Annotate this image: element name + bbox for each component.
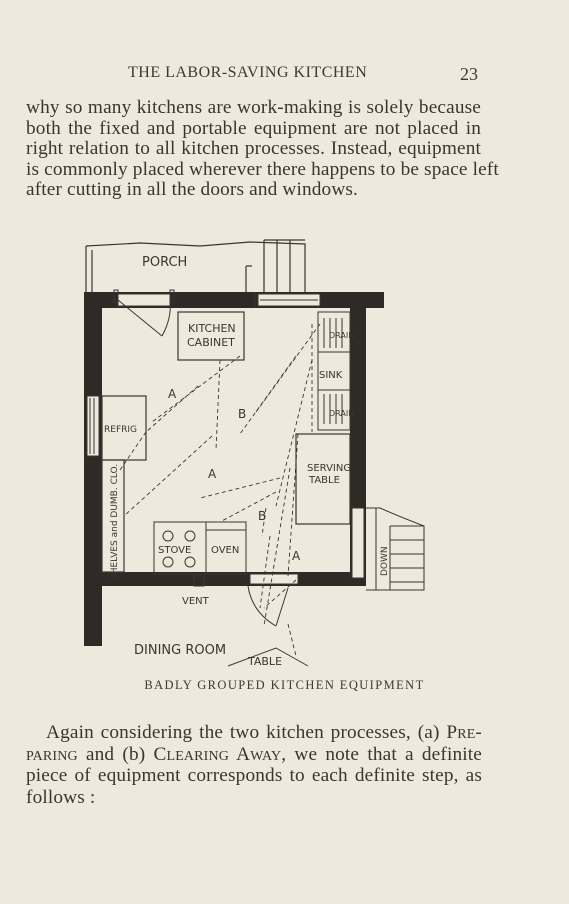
text-line: paring and (b) Clearing Away, we note th… [26,744,482,766]
floor-plan-drawing: KITCHEN CABINET PORCH DRAIN SINK DRAIN [84,239,425,668]
page-number: 23 [460,64,478,84]
kitchen-floor-plan: KITCHEN CABINET PORCH DRAIN SINK DRAIN [80,236,440,672]
text-line: why so many kitchens are work-making is … [26,97,481,118]
text-line: follows : [26,786,96,808]
label-drain-top: DRAIN [329,331,354,340]
running-head: THE LABOR-SAVING KITCHEN 23 [0,62,569,86]
text-run: Again considering the two kitchen proces… [46,722,447,743]
label-porch: PORCH [142,255,187,270]
label-path-b-upper: B [238,407,246,421]
small-caps-text: paring [26,743,78,765]
label-stove: STOVE [158,545,191,556]
small-caps-text: Pre- [446,722,482,743]
text-line: piece of equipment corresponds to each d… [26,765,482,786]
text-run: , we note that a definite [281,743,482,765]
label-serving: SERVING [307,463,351,474]
label-dining-room: DINING ROOM [134,643,226,658]
label-path-a-mid: A [208,467,217,481]
text-line: is commonly placed wherever there happen… [26,158,499,180]
text-run: and (b) [77,743,154,765]
small-caps-text: Clearing Away [153,743,282,765]
text-line: both the fixed and portable equipment ar… [26,117,481,139]
text-line: Again considering the two kitchen proces… [26,722,482,744]
text-line: after cutting in all the doors and windo… [26,179,359,201]
label-cabinet: CABINET [187,336,235,349]
label-path-b-lower: B [258,509,266,523]
label-path-a-lower: A [292,549,301,563]
label-refrig: REFRIG [104,425,137,435]
label-down: DOWN [380,546,390,576]
label-oven: OVEN [211,545,239,556]
paragraph-2: Again considering the two kitchen proces… [26,722,482,808]
label-table: TABLE [247,655,282,668]
figure-caption: BADLY GROUPED KITCHEN EQUIPMENT [144,678,425,692]
label-vent: VENT [182,596,210,607]
label-shelves: SHELVES and DUMB. CLO. [110,464,120,580]
paragraph-1: why so many kitchens are work-making is … [26,97,499,201]
label-sink: SINK [319,370,343,381]
label-drain-bottom: DRAIN [329,409,354,418]
running-title: THE LABOR-SAVING KITCHEN [128,64,368,81]
label-kitchen: KITCHEN [188,322,236,335]
text-line: right relation to all kitchen processes.… [26,138,481,160]
label-serving-table: TABLE [308,475,340,486]
label-path-a-upper: A [168,387,177,401]
